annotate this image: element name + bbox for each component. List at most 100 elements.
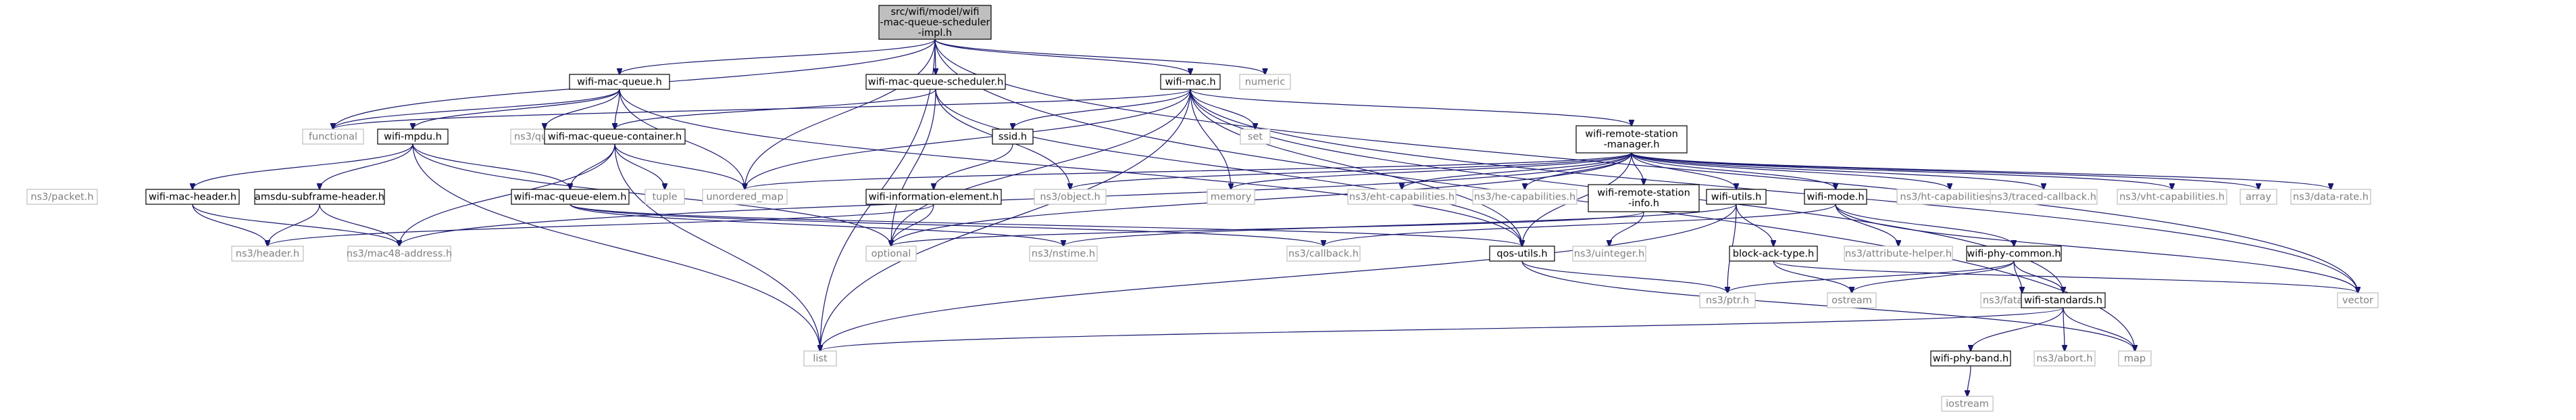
node-ns3-ptr-h: ns3/ptr.h (1699, 292, 1756, 308)
node-box-tuple (645, 189, 685, 205)
edge-wifi-phy-common-h-to-ns3-fatal-error-h (2013, 260, 2022, 293)
edge-wifi-mode-h-to-vector (1835, 204, 2358, 293)
node-label-numeric: numeric (1245, 76, 1285, 87)
node-label-qos-utils-h: qos-utils.h (1496, 248, 1547, 259)
node-box-wifi-remote-station-manager-h (1575, 125, 1688, 154)
edge-wifi-mode-h-to-ns3-callback-h (1323, 204, 1836, 246)
edge-wifi-mac-queue-elem-h-to-qos-utils-h (570, 204, 1522, 246)
node-memory: memory (1207, 189, 1255, 205)
node-label-ns3-header-h: ns3/header.h (236, 248, 299, 259)
node-ostream: ostream (1827, 292, 1877, 308)
node-label-wifi-mac-queue-container-h: wifi-mac-queue-container.h (548, 131, 682, 142)
edge-wifi-remote-station-manager-h-to-ns3-ht-capabilities-h (1631, 152, 1950, 189)
node-wifi-standards-h[interactable]: wifi-standards.h (2021, 292, 2106, 308)
node-box-ns3-ptr-h (1699, 292, 1756, 308)
edge-wifi-mpdu-h-to-wifi-mac-header-h (193, 143, 413, 189)
edge-wifi-standards-h-to-ns3-abort-h (2063, 307, 2065, 351)
node-label-wifi-standards-h: wifi-standards.h (2024, 295, 2102, 306)
edge-wifi-utils-h-to-list (820, 204, 1737, 351)
node-label-wifi-mac-queue-elem-h: wifi-mac-queue-elem.h (514, 191, 627, 202)
edge-wifi-remote-station-manager-h-to-optional (891, 152, 1632, 246)
edge-wifi-phy-common-h-to-wifi-standards-h (2013, 260, 2063, 293)
node-box-iostream (1941, 396, 1994, 412)
node-box-vector (2337, 292, 2379, 308)
node-label-functional: functional (309, 131, 357, 142)
edge-wifi-mac-h-to-set (1190, 89, 1255, 129)
edge-block-ack-type-h-to-ostream (1773, 260, 1852, 293)
node-wifi-remote-station-manager-h[interactable]: wifi-remote-station-manager.h (1575, 125, 1688, 154)
node-wifi-mac-queue-elem-h[interactable]: wifi-mac-queue-elem.h (511, 189, 630, 205)
node-wifi-remote-station-info-h[interactable]: wifi-remote-station-info.h (1588, 184, 1700, 212)
edge-wifi-remote-station-manager-h-to-memory (1231, 152, 1632, 189)
node-qos-utils-h[interactable]: qos-utils.h (1489, 246, 1555, 262)
node-root[interactable]: src/wifi/model/wifi-mac-queue-scheduler-… (878, 5, 992, 40)
edge-wifi-mode-h-to-ns3-attribute-helper-h (1835, 204, 1898, 246)
edge-wifi-mac-queue-scheduler-h-to-optional (891, 89, 936, 246)
edge-wifi-standards-h-to-wifi-phy-band-h (1971, 307, 2064, 351)
node-wifi-mac-queue-h[interactable]: wifi-mac-queue.h (569, 74, 670, 90)
node-box-amsdu-subframe-header-h (254, 189, 385, 205)
node-ssid-h[interactable]: ssid.h (992, 129, 1034, 145)
edge-wifi-phy-common-h-to-ostream (1852, 260, 2015, 293)
node-label-wifi-mac-queue-h: wifi-mac-queue.h (577, 76, 662, 87)
edge-wifi-mac-queue-container-h-to-tuple (614, 143, 665, 189)
node-ns3-abort-h: ns3/abort.h (2034, 350, 2096, 367)
node-ns3-callback-h: ns3/callback.h (1286, 246, 1361, 262)
edge-wifi-mac-queue-elem-h-to-ns3-callback-h (570, 204, 1323, 246)
node-label-iostream: iostream (1946, 398, 1989, 409)
node-ns3-attribute-helper-h: ns3/attribute-helper.h (1844, 246, 1953, 262)
node-box-wifi-remote-station-info-h (1588, 184, 1700, 212)
node-box-array (2240, 189, 2277, 205)
node-label-wifi-remote-station-manager-h: -manager.h (1604, 139, 1660, 150)
node-label-vector: vector (2342, 295, 2373, 306)
node-box-ns3-eht-capabilities-h (1347, 189, 1457, 205)
node-wifi-phy-band-h[interactable]: wifi-phy-band.h (1930, 350, 2011, 367)
node-label-ns3-vht-capabilities-h: ns3/vht-capabilities.h (2119, 191, 2225, 202)
edge-wifi-mac-queue-h-to-ns3-queue-h (545, 89, 620, 129)
edge-qos-utils-h-to-ns3-ptr-h (1521, 260, 1727, 293)
edge-wifi-mode-h-to-wifi-phy-common-h (1835, 204, 2014, 246)
node-label-ns3-packet-h: ns3/packet.h (30, 191, 93, 202)
node-wifi-utils-h[interactable]: wifi-utils.h (1706, 189, 1767, 205)
node-label-wifi-mac-h: wifi-mac.h (1165, 76, 1215, 87)
node-box-wifi-mac-queue-scheduler-h (865, 74, 1006, 90)
node-box-wifi-mac-header-h (145, 189, 240, 205)
edge-block-ack-type-h-to-vector (1773, 260, 2358, 293)
edge-wifi-mac-queue-h-to-wifi-mpdu-h (413, 89, 620, 129)
node-wifi-mode-h[interactable]: wifi-mode.h (1804, 189, 1867, 205)
node-wifi-information-element-h[interactable]: wifi-information-element.h (865, 189, 1002, 205)
edge-wifi-standards-h-to-map (2063, 307, 2135, 351)
edge-wifi-remote-station-manager-h-to-ns3-traced-callback-h (1631, 152, 2044, 189)
edge-root-to-wifi-mac-queue-h (620, 39, 936, 74)
node-label-ns3-nstime-h: ns3/nstime.h (1032, 248, 1095, 259)
node-box-unordered-map (702, 189, 788, 205)
node-label-ns3-abort-h: ns3/abort.h (2036, 353, 2092, 364)
edge-wifi-phy-band-h-to-iostream (1967, 365, 1971, 396)
node-label-block-ack-type-h: block-ack-type.h (1733, 248, 1814, 259)
node-wifi-mac-queue-container-h[interactable]: wifi-mac-queue-container.h (544, 129, 686, 145)
edge-wifi-mac-queue-h-to-qos-utils-h (619, 89, 1522, 246)
node-label-wifi-mac-queue-scheduler-h: wifi-mac-queue-scheduler.h (868, 76, 1004, 87)
node-wifi-phy-common-h[interactable]: wifi-phy-common.h (1966, 246, 2062, 262)
node-wifi-mpdu-h[interactable]: wifi-mpdu.h (377, 129, 449, 145)
node-box-ns3-he-capabilities-h (1472, 189, 1577, 205)
edge-root-to-numeric (934, 39, 1265, 74)
node-box-ns3-abort-h (2034, 350, 2096, 367)
nodes-layer: src/wifi/model/wifi-mac-queue-scheduler-… (26, 5, 2379, 412)
node-ns3-object-h: ns3/object.h (1034, 189, 1107, 205)
node-wifi-mac-h[interactable]: wifi-mac.h (1160, 74, 1221, 90)
node-box-ns3-attribute-helper-h (1844, 246, 1953, 262)
node-wifi-mac-header-h[interactable]: wifi-mac-header.h (145, 189, 240, 205)
node-functional: functional (302, 129, 364, 145)
node-ns3-traced-callback-h: ns3/traced-callback.h (1990, 189, 2098, 205)
node-label-ns3-callback-h: ns3/callback.h (1288, 248, 1359, 259)
node-amsdu-subframe-header-h[interactable]: amsdu-subframe-header.h (254, 189, 385, 205)
node-box-ns3-object-h (1034, 189, 1107, 205)
node-box-wifi-mac-queue-container-h (544, 129, 686, 145)
node-box-ns3-data-rate-h (2290, 189, 2371, 205)
node-wifi-mac-queue-scheduler-h[interactable]: wifi-mac-queue-scheduler.h (865, 74, 1006, 90)
node-block-ack-type-h[interactable]: block-ack-type.h (1729, 246, 1818, 262)
node-box-ns3-traced-callback-h (1990, 189, 2098, 205)
node-array: array (2240, 189, 2277, 205)
node-label-ostream: ostream (1832, 295, 1872, 306)
